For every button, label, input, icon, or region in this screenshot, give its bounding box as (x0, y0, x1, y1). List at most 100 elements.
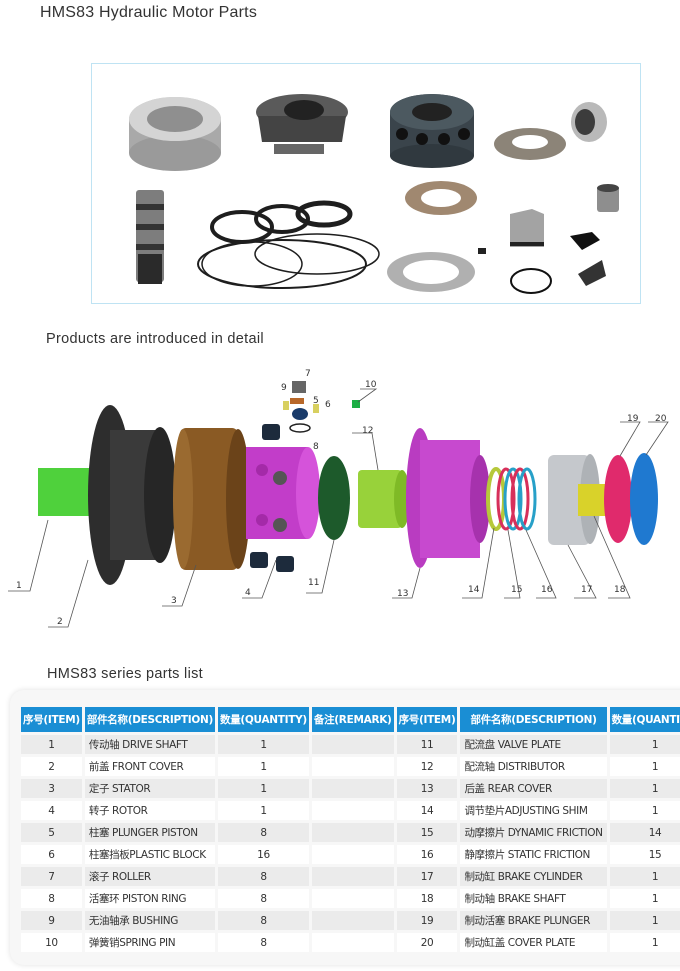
valve-plate-photo (494, 128, 566, 160)
callout-8: 8 (313, 442, 319, 452)
section-heading-parts-list: HMS83 series parts list (47, 666, 203, 682)
leader-lines (8, 388, 669, 628)
callout-5: 5 (313, 396, 319, 406)
cell-item-2: 20 (396, 933, 458, 952)
cell-description: 无油轴承 BUSHING (84, 911, 216, 930)
col-header-item-2: 序号(ITEM) (396, 707, 458, 732)
part-valve-plate (318, 456, 350, 540)
exploded-view-diagram: 1 2 3 4 5 6 7 8 9 10 11 12 13 14 15 16 1… (0, 360, 680, 640)
table-row: 2 前盖 FRONT COVER 1 12 配流轴 DISTRIBUTOR 1 (21, 757, 680, 776)
callout-2: 2 (57, 617, 63, 627)
cell-description: 前盖 FRONT COVER (84, 757, 216, 776)
cell-quantity-2: 1 (609, 757, 680, 776)
cell-quantity-2: 1 (609, 779, 680, 798)
cell-description-2: 静摩擦片 STATIC FRICTION (460, 845, 607, 864)
col-header-quantity-2: 数量(QUANTITY) (609, 707, 680, 732)
part-piston-ring (289, 423, 311, 433)
callout-18: 18 (614, 585, 626, 595)
callout-9: 9 (281, 383, 287, 393)
cell-quantity-2: 14 (609, 823, 680, 842)
cell-quantity: 16 (218, 845, 309, 864)
cell-description: 弹簧销SPRING PIN (84, 933, 216, 952)
cell-quantity-2: 1 (609, 911, 680, 930)
callout-15: 15 (511, 585, 523, 595)
cell-quantity-2: 1 (609, 933, 680, 952)
part-static-friction (503, 467, 523, 531)
cell-description: 滚子 ROLLER (84, 867, 216, 886)
callout-3: 3 (171, 596, 177, 606)
distributor-photo (571, 102, 607, 142)
cell-remark (311, 911, 394, 930)
cell-remark (311, 933, 394, 952)
cell-item-2: 17 (396, 867, 458, 886)
cell-remark (311, 779, 394, 798)
table-row: 9 无油轴承 BUSHING 8 19 制动活塞 BRAKE PLUNGER 1 (21, 911, 680, 930)
cell-item: 6 (21, 845, 82, 864)
callout-12: 12 (362, 426, 374, 436)
parts-table: 序号(ITEM) 部件名称(DESCRIPTION) 数量(QUANTITY) … (18, 704, 680, 955)
cell-description-2: 动摩擦片 DYNAMIC FRICTION (460, 823, 607, 842)
table-row: 6 柱塞挡板PLASTIC BLOCK 16 16 静摩擦片 STATIC FR… (21, 845, 680, 864)
cell-quantity: 1 (218, 801, 309, 820)
part-brake-plunger (604, 455, 632, 543)
table-row: 3 定子 STATOR 1 13 后盖 REAR COVER 1 (21, 779, 680, 798)
plastic-block-2-photo (570, 232, 600, 250)
col-header-remark: 备注(REMARK) (311, 707, 394, 732)
table-row: 4 转子 ROTOR 1 14 调节垫片ADJUSTING SHIM 1 (21, 801, 680, 820)
callout-16: 16 (541, 585, 553, 595)
cell-description: 传动轴 DRIVE SHAFT (84, 735, 216, 754)
part-bushing (290, 398, 304, 404)
cell-description: 柱塞 PLUNGER PISTON (84, 823, 216, 842)
cell-quantity-2: 1 (609, 801, 680, 820)
part-cover-plate (630, 453, 658, 545)
col-header-quantity: 数量(QUANTITY) (218, 707, 309, 732)
cell-remark (311, 757, 394, 776)
part-plastic-block (283, 401, 289, 410)
cell-quantity: 8 (218, 889, 309, 908)
friction-disc-photo (387, 181, 477, 292)
cell-item-2: 11 (396, 735, 458, 754)
page-title: HMS83 Hydraulic Motor Parts (40, 4, 258, 21)
cell-quantity: 8 (218, 867, 309, 886)
callout-17: 17 (581, 585, 593, 595)
part-brake-shaft (578, 484, 606, 516)
callout-4: 4 (245, 588, 251, 598)
roller-photo (597, 184, 619, 212)
stator-photo (129, 97, 221, 171)
table-row: 7 滚子 ROLLER 8 17 制动缸 BRAKE CYLINDER 1 (21, 867, 680, 886)
cell-item-2: 15 (396, 823, 458, 842)
table-row: 5 柱塞 PLUNGER PISTON 8 15 动摩擦片 DYNAMIC FR… (21, 823, 680, 842)
bushing-photo (578, 260, 606, 286)
section-heading-detail: Products are introduced in detail (46, 331, 264, 347)
rotor-photo (390, 94, 474, 168)
col-header-item: 序号(ITEM) (21, 707, 82, 732)
cell-item-2: 13 (396, 779, 458, 798)
parts-photo-collage (91, 63, 641, 304)
cell-item: 5 (21, 823, 82, 842)
cell-quantity: 8 (218, 911, 309, 930)
table-header-row: 序号(ITEM) 部件名称(DESCRIPTION) 数量(QUANTITY) … (21, 707, 680, 732)
cell-quantity-2: 1 (609, 735, 680, 754)
part-roller (292, 381, 306, 393)
piston-ring-photo (510, 268, 552, 294)
callout-6: 6 (325, 400, 331, 410)
cell-item: 10 (21, 933, 82, 952)
cell-quantity-2: 15 (609, 845, 680, 864)
cell-description-2: 制动轴 BRAKE SHAFT (460, 889, 607, 908)
col-header-description: 部件名称(DESCRIPTION) (84, 707, 216, 732)
cell-item-2: 19 (396, 911, 458, 930)
cell-item: 4 (21, 801, 82, 820)
cell-quantity: 1 (218, 735, 309, 754)
cell-description: 转子 ROTOR (84, 801, 216, 820)
callout-10: 10 (365, 380, 377, 390)
cell-description-2: 调节垫片ADJUSTING SHIM (460, 801, 607, 820)
cell-description-2: 制动缸盖 COVER PLATE (460, 933, 607, 952)
cell-item-2: 16 (396, 845, 458, 864)
cell-remark (311, 867, 394, 886)
part-plunger (292, 408, 308, 420)
part-brake-cylinder (548, 455, 590, 545)
exploded-view-illustration (8, 381, 669, 628)
cell-quantity: 8 (218, 823, 309, 842)
drive-shaft-photo (136, 190, 164, 284)
cell-remark (311, 845, 394, 864)
